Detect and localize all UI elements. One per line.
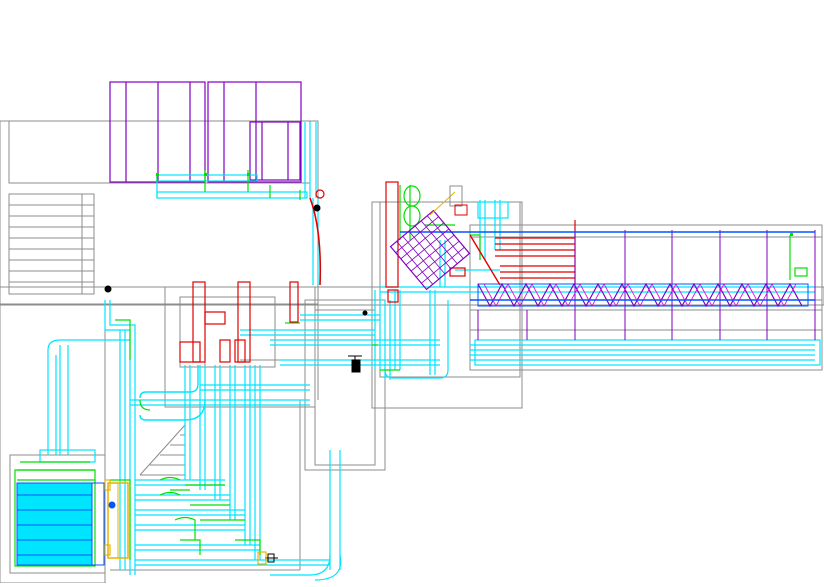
diagonal-chute <box>429 191 456 216</box>
green-markers <box>156 173 793 236</box>
red-equipment <box>19 181 576 546</box>
building-outline <box>0 120 824 584</box>
tank-icon <box>207 81 302 183</box>
cyan-tank-bottom-left <box>16 482 129 566</box>
purple-belt-right <box>477 230 816 340</box>
hopper-top <box>449 185 468 216</box>
rotated-screen-unit <box>389 209 471 291</box>
yellow-valves <box>104 479 267 565</box>
blue-lines-right <box>400 231 815 301</box>
cyan-pipe-network <box>39 122 821 581</box>
pump-icon <box>348 355 362 373</box>
tank-block-top <box>109 81 302 183</box>
valve-icon <box>104 204 368 563</box>
green-pipe-network <box>14 170 808 567</box>
